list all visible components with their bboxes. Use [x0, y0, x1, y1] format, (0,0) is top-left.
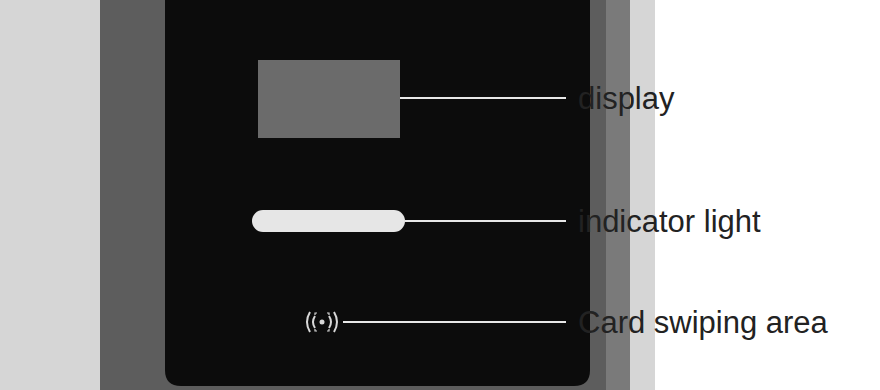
leader-line	[400, 97, 566, 99]
nfc-symbol	[307, 312, 337, 332]
device-housing	[100, 0, 630, 390]
front-panel	[165, 0, 590, 386]
display-screen	[258, 60, 400, 138]
part-label: indicator light	[578, 206, 761, 237]
part-label: Card swiping area	[578, 307, 828, 338]
leader-line	[405, 220, 566, 222]
part-label: display	[578, 83, 675, 114]
indicator-light	[252, 210, 405, 232]
leader-line	[343, 321, 566, 323]
background-wall	[0, 0, 655, 390]
